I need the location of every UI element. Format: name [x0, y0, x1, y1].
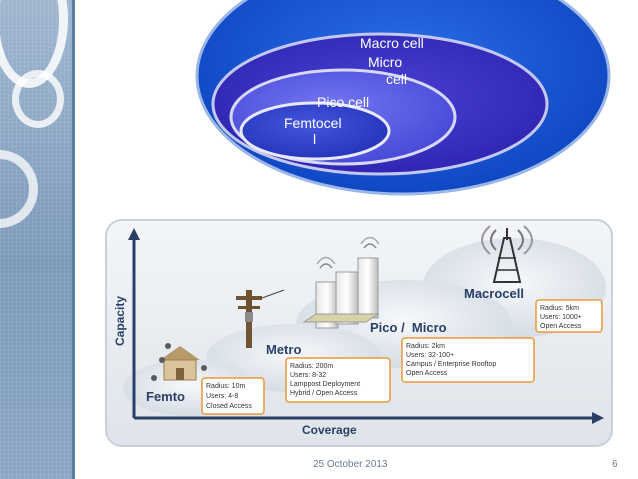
capacity-coverage-diagram: Capacity Coverage — [104, 218, 614, 448]
pico-micro-detail-line: Users: 32-100+ — [406, 352, 454, 359]
sidebar-divider — [72, 0, 75, 479]
nested-cells-diagram: Macro cell Micro cell Pico cell Femtocel… — [195, 0, 635, 202]
macrocell-detail-line: Radius: 5km — [540, 305, 579, 312]
macrocell-tier-name: Macrocell — [464, 286, 524, 301]
metro-detail-line: Radius: 200m — [290, 363, 333, 370]
femto-cell-label-line2: l — [313, 131, 317, 147]
femto-detail-line: Users: 4-8 — [206, 393, 238, 400]
swirl-ring-3 — [0, 150, 38, 228]
metro-pole-icon — [236, 289, 285, 348]
metro-detail-line: Hybrid / Open Access — [290, 390, 358, 397]
macro-tower-icon — [481, 225, 533, 283]
metro-detail-line: Lamppost Deployment — [290, 381, 360, 388]
femto-detail-line: Closed Access — [206, 403, 252, 410]
metro-detail-line: Users: 8-32 — [290, 372, 326, 379]
pico-micro-buildings-icon — [302, 236, 380, 329]
micro-cell-label-line1: Micro — [368, 54, 403, 70]
femto-cell-label-line1: Femtocel — [284, 115, 342, 131]
x-axis-label: Coverage — [302, 423, 357, 437]
macrocell-detail-line: Users: 1000+ — [540, 314, 582, 321]
x-axis-arrow — [592, 412, 604, 424]
femto-cell-ellipse — [239, 101, 391, 161]
pico-micro-detail-line: Open Access — [406, 370, 448, 377]
femto-detail-line: Radius: 10m — [206, 383, 245, 390]
pico-cell-label: Pico cell — [317, 94, 370, 110]
micro-cell-label-line2: cell — [386, 71, 408, 87]
decorative-sidebar — [0, 0, 72, 479]
macro-cell-label: Macro cell — [360, 35, 424, 51]
y-axis-arrow — [128, 228, 140, 240]
swirl-ring-2 — [12, 70, 64, 128]
femto-detail-box: Radius: 10m Users: 4-8 Closed Access — [201, 377, 265, 415]
macrocell-detail-line: Open Access — [540, 323, 582, 330]
pico-micro-detail-line: Campus / Enterprise Rooftop — [406, 361, 496, 368]
femto-tier-name: Femto — [146, 389, 185, 404]
slide-date: 25 October 2013 — [313, 459, 388, 470]
macrocell-detail-box: Radius: 5km Users: 1000+ Open Access — [535, 299, 603, 333]
slide-page-number: 6 — [612, 459, 618, 470]
metro-tier-name: Metro — [266, 342, 301, 357]
femto-house-icon — [151, 343, 207, 381]
pico-micro-detail-box: Radius: 2km Users: 32-100+ Campus / Ente… — [401, 337, 535, 383]
metro-detail-box: Radius: 200m Users: 8-32 Lamppost Deploy… — [285, 357, 391, 403]
capacity-coverage-graphic: Capacity Coverage — [105, 219, 613, 447]
pico-micro-tier-name: Pico / Micro — [370, 320, 447, 335]
pico-micro-detail-line: Radius: 2km — [406, 343, 445, 350]
y-axis-label: Capacity — [113, 296, 127, 346]
nested-cells-graphic — [195, 0, 611, 196]
